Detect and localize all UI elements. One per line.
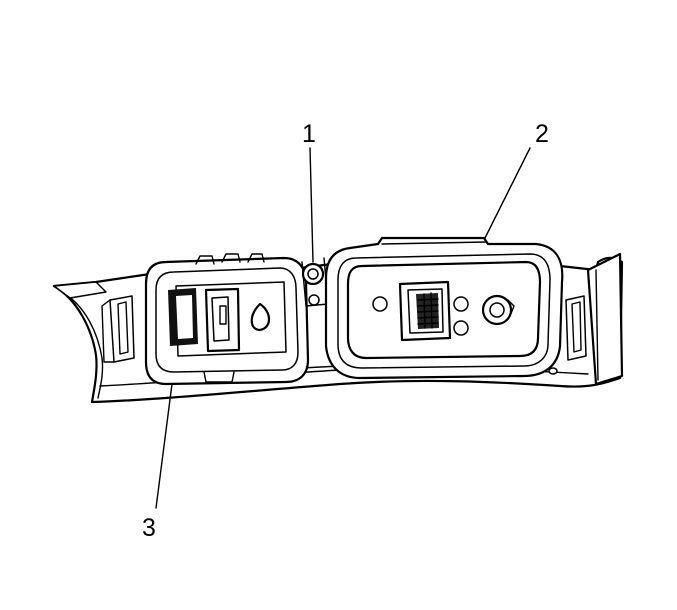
- leader-lines: [155, 147, 531, 509]
- leader-line-1: [309, 147, 314, 263]
- bulb-socket-small: [144, 253, 310, 386]
- callout-label-1: 1: [302, 120, 316, 148]
- bulb-socket-large: [324, 236, 564, 380]
- callout-label-2: 2: [535, 120, 549, 148]
- connector-pins: [416, 292, 439, 329]
- callout-label-3: 3: [142, 514, 156, 542]
- leader-line-2: [484, 147, 531, 239]
- leader-line-3: [155, 383, 173, 509]
